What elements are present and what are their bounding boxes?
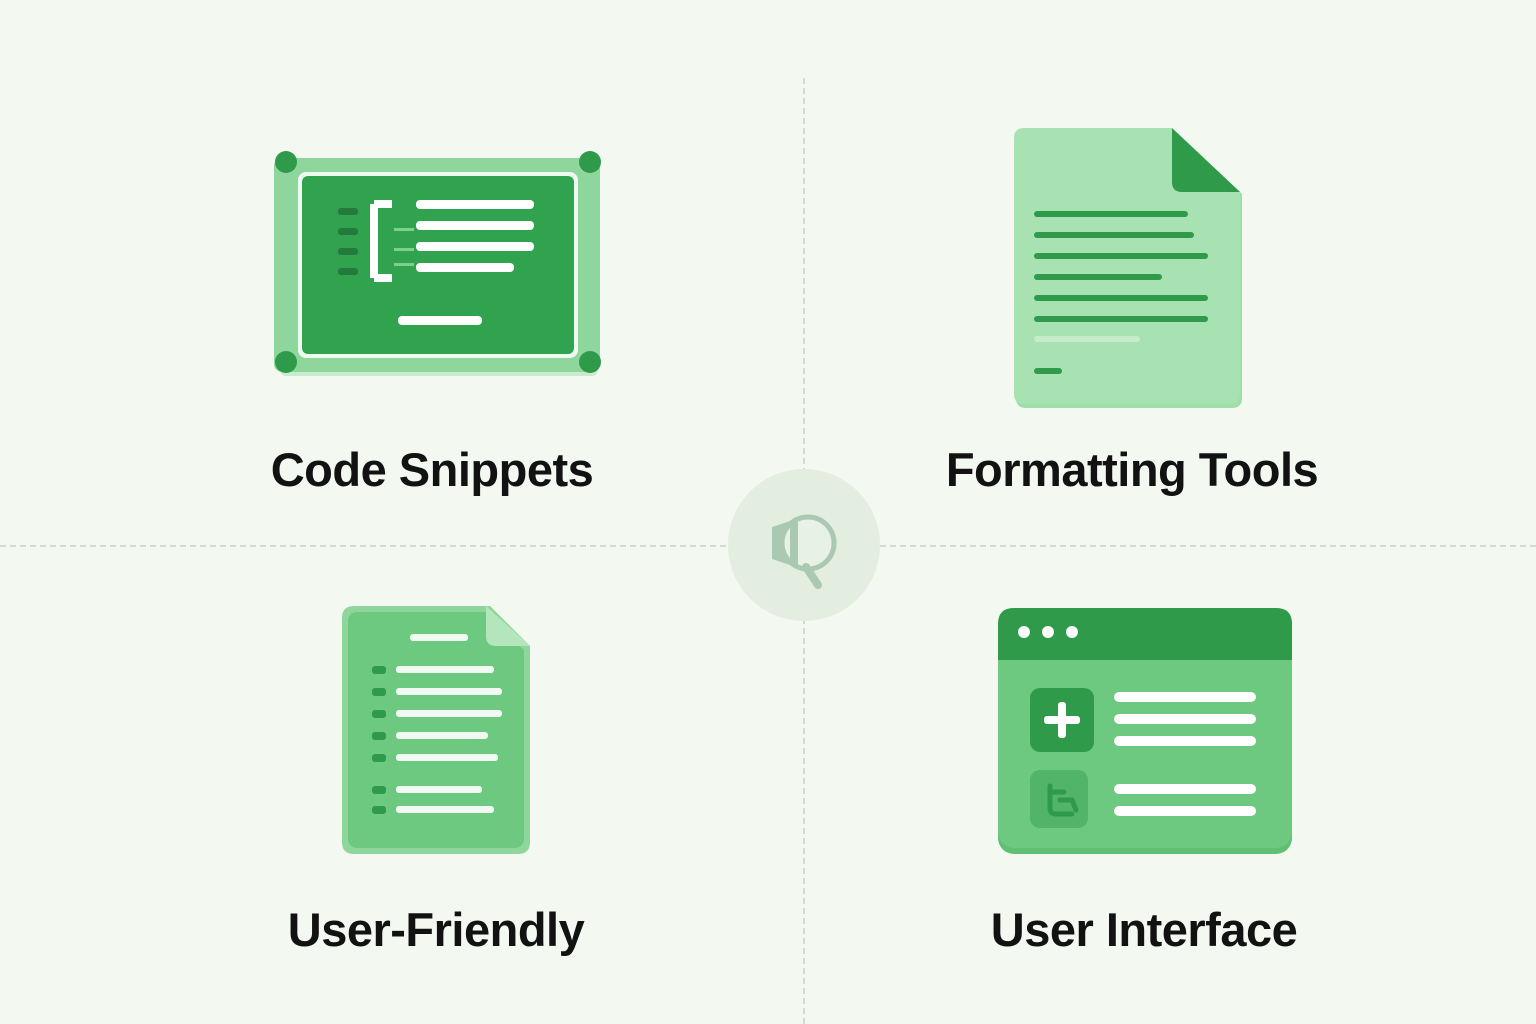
code-window-icon — [274, 151, 601, 376]
feature-user-interface: User Interface — [794, 560, 1494, 1000]
feature-label: User-Friendly — [287, 903, 585, 956]
feature-user-friendly: User-Friendly — [86, 560, 786, 1000]
feature-label: User Interface — [990, 903, 1298, 956]
feature-formatting-tools: Formatting Tools — [782, 80, 1482, 520]
app-window-icon — [998, 608, 1292, 854]
search-icon — [772, 514, 837, 589]
feature-code-snippets: Code Snippets — [82, 80, 782, 520]
feature-label: Formatting Tools — [945, 443, 1319, 496]
checklist-document-icon — [342, 606, 530, 854]
document-icon — [1014, 128, 1242, 408]
feature-label: Code Snippets — [270, 443, 594, 496]
center-badge — [728, 469, 880, 621]
